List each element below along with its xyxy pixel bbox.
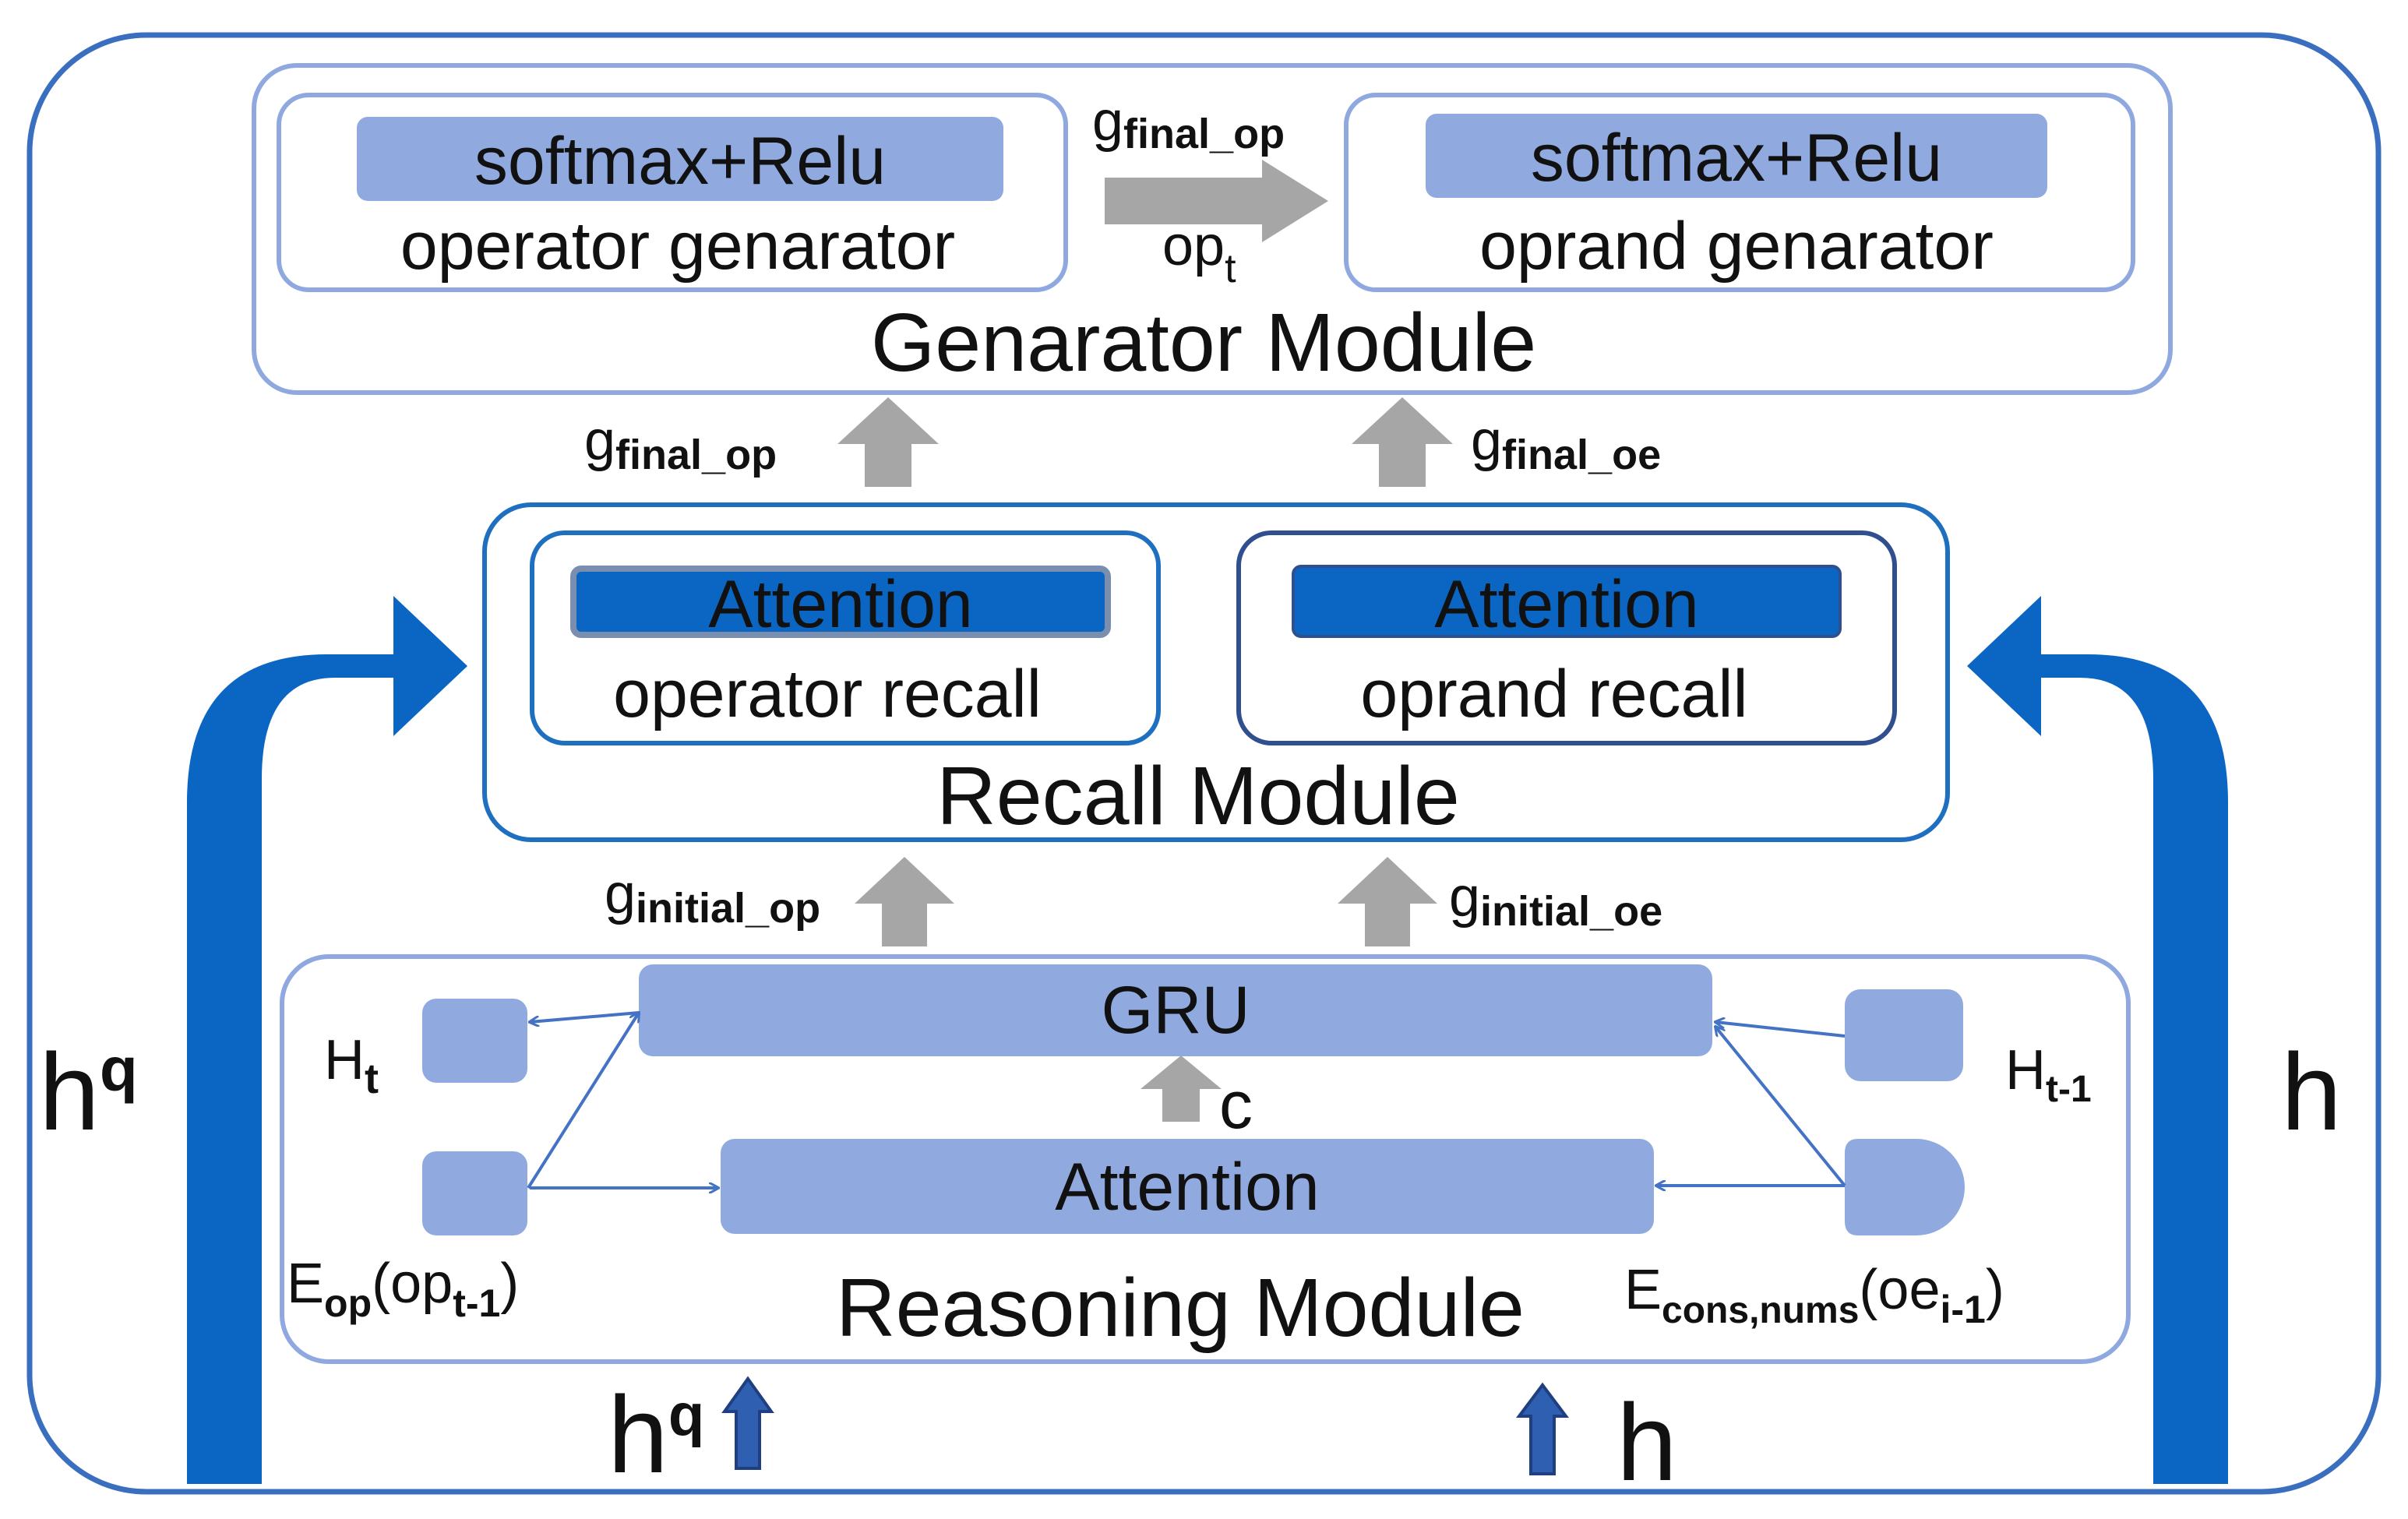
- generator-link-arrow: [1105, 160, 1328, 242]
- operator-recall-attention: [570, 566, 1111, 638]
- right-thick-input-arrow: [1967, 596, 2228, 1484]
- up-arrow-final-op: [837, 397, 939, 487]
- generator-link-top-label: gfinal_op: [1092, 90, 1285, 157]
- operand-recall-attention-text: Attention: [1434, 567, 1698, 642]
- operand-generator-header: [1426, 114, 2047, 198]
- left-thick-input-arrow: [187, 596, 467, 1484]
- generator-link-bottom-label: opt: [1162, 215, 1236, 291]
- arrow-gru-to-ht: [530, 1011, 640, 1022]
- h-t1-box: [1845, 989, 1963, 1081]
- reasoning-attention-label: Attention: [1055, 1150, 1319, 1225]
- right-side-input-label: h: [2281, 1031, 2342, 1153]
- arrow-econs-to-gru: [1715, 1027, 1846, 1187]
- context-label: c: [1219, 1068, 1253, 1143]
- up-arrow-final-oe: [1352, 397, 1453, 487]
- arrow-ht1-to-gru: [1715, 1022, 1846, 1038]
- operand-generator-header-text: softmax+Relu: [1531, 121, 1942, 196]
- bottom-right-input-label: h: [1616, 1381, 1677, 1503]
- operator-generator-header: [357, 117, 1003, 201]
- reasoning-module-title: Reasoning Module: [836, 1262, 1525, 1354]
- initial-oe-label: ginitial_oe: [1449, 866, 1662, 935]
- operator-recall-attention-text: Attention: [708, 567, 972, 642]
- operand-recall-label: oprand recall: [1360, 657, 1747, 731]
- e-cons-shape: [1845, 1139, 1965, 1235]
- operator-generator-label: operator genarator: [400, 209, 955, 284]
- generator-module-title: Genarator Module: [871, 297, 1536, 389]
- operator-recall-label: operator recall: [613, 657, 1042, 731]
- h-t1-label: Ht-1: [2005, 1039, 2092, 1110]
- up-arrow-initial-oe: [1338, 857, 1437, 946]
- bottom-left-up-arrow: [721, 1376, 774, 1470]
- gru-box: [639, 964, 1712, 1056]
- reasoning-attention-box: [721, 1139, 1654, 1234]
- e-cons-label: Econs,nums(oei-1): [1624, 1259, 2004, 1331]
- left-side-input-label: hq: [39, 1031, 138, 1153]
- operand-generator-label: oprand genarator: [1479, 209, 1994, 284]
- final-oe-label: gfinal_oe: [1471, 410, 1661, 478]
- gru-label: GRU: [1101, 973, 1250, 1048]
- up-arrow-initial-op: [855, 857, 954, 946]
- e-op-box: [422, 1151, 527, 1235]
- operand-recall-attention: [1292, 565, 1842, 638]
- bottom-left-input-label: hq: [608, 1373, 704, 1496]
- h-t-label: Ht: [324, 1029, 379, 1102]
- initial-op-label: ginitial_op: [605, 863, 820, 932]
- operator-generator-header-text: softmax+Relu: [474, 124, 886, 199]
- bottom-right-up-arrow: [1516, 1382, 1569, 1475]
- e-op-label: Eop(opt-1): [287, 1253, 519, 1325]
- recall-module-title: Recall Module: [936, 750, 1460, 842]
- arrow-eop-to-gru: [527, 1013, 639, 1189]
- h-t-box: [422, 999, 527, 1083]
- context-up-arrow: [1141, 1056, 1222, 1122]
- final-op-label: gfinal_op: [584, 410, 777, 478]
